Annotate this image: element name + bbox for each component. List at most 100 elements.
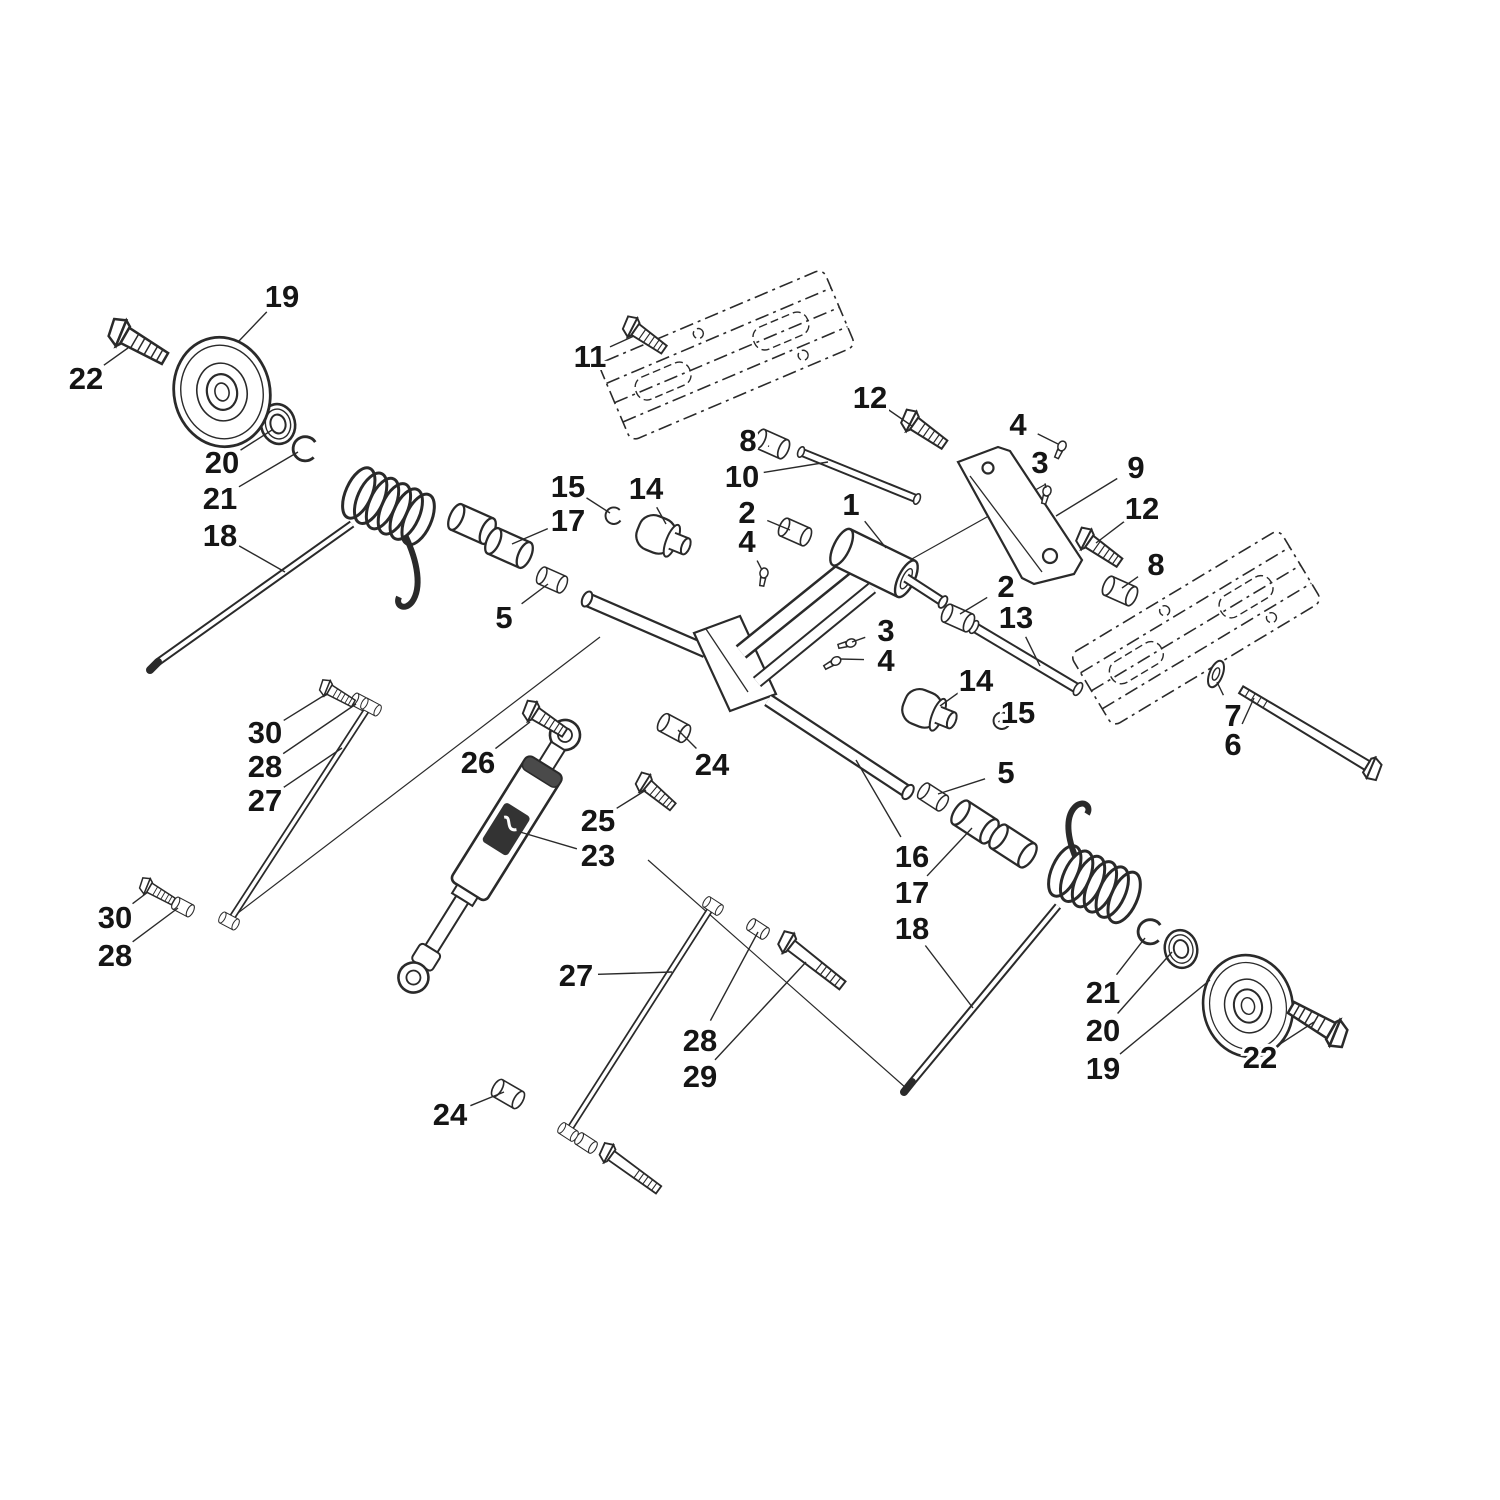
callout-label-17-38: 17 (895, 875, 929, 910)
callout-leader-8-15 (1121, 576, 1139, 589)
callout-label-16-37: 16 (895, 839, 929, 874)
callout-label-24-33: 24 (695, 747, 730, 782)
callout-leader-23-35 (519, 831, 578, 850)
callout-leader-1-18 (864, 520, 887, 549)
callout-label-18-4: 18 (203, 518, 237, 553)
callout-label-12-10: 12 (853, 380, 887, 415)
callout-leader-29-44 (714, 961, 807, 1061)
callout-label-5-20: 5 (495, 600, 512, 635)
left-torsion-spring (146, 466, 436, 674)
bolt-11 (617, 312, 671, 360)
callout-leader-27-31 (282, 747, 343, 789)
callout-leader-3-12 (1044, 483, 1047, 489)
callout-leader-14-7 (656, 506, 667, 525)
callout-label-1-18: 1 (842, 487, 859, 522)
bolt-25 (630, 768, 681, 816)
callout-label-15-26: 15 (1001, 695, 1035, 730)
shaft-13 (968, 619, 1084, 697)
callout-leader-9-13 (1055, 477, 1118, 517)
callout-leader-28-41 (132, 907, 179, 943)
slide-rail-top (597, 267, 857, 443)
snap-ring-21 (289, 433, 319, 464)
callout-leader-7-27 (1216, 681, 1225, 696)
callout-leader-2-16 (767, 519, 791, 531)
callout-label-3-12: 3 (1031, 445, 1048, 480)
callout-label-2-16: 2 (738, 495, 755, 530)
callout-leader-17-38 (926, 827, 973, 877)
bolt-30-bottom (135, 874, 179, 910)
callout-leader-25-34 (616, 789, 647, 809)
callout-label-25-34: 25 (581, 803, 615, 838)
callout-label-3-23: 3 (877, 613, 894, 648)
callout-leader-15-26 (998, 719, 1003, 723)
callout-label-5-36: 5 (997, 755, 1014, 790)
callout-leader-17-19 (511, 528, 549, 545)
callout-leader-13-22 (1025, 636, 1041, 667)
callout-label-14-25: 14 (959, 663, 994, 698)
callout-label-14-7: 14 (629, 471, 664, 506)
callout-label-22-49: 22 (1243, 1040, 1277, 1075)
callout-leader-27-42 (597, 971, 673, 976)
callout-leader-21-46 (1115, 937, 1146, 976)
callout-label-8-8: 8 (739, 423, 756, 458)
right-torsion-spring (900, 800, 1142, 1096)
bolt-12-top (895, 405, 952, 455)
callout-leader-21-3 (238, 451, 299, 488)
bushing-28 (744, 916, 772, 942)
callout-leader-12-14 (1095, 520, 1125, 544)
callout-label-27-31: 27 (248, 783, 282, 818)
callout-label-12-14: 12 (1125, 491, 1159, 526)
callout-leader-5-20 (521, 583, 549, 605)
bolt-30-top (315, 676, 359, 712)
callout-label-4-17: 4 (738, 524, 756, 559)
callout-leader-28-43 (709, 931, 759, 1021)
damper-14 (630, 509, 698, 566)
callout-label-13-22: 13 (999, 600, 1033, 635)
callout-leader-18-39 (924, 945, 974, 1009)
callout-leader-6-28 (1241, 697, 1255, 725)
callout-leader-2-21 (959, 596, 988, 615)
callout-label-30-29: 30 (248, 715, 282, 750)
bushing-2 (775, 515, 815, 549)
callout-leader-30-40 (132, 891, 149, 905)
callout-leader-10-9 (763, 461, 829, 474)
screw-4-mid (757, 566, 770, 588)
callout-leader-4-17 (756, 560, 763, 571)
bolt-22-right (1282, 994, 1355, 1053)
callout-label-23-35: 23 (581, 838, 615, 873)
callout-leader-18-4 (238, 545, 286, 573)
bracket (956, 445, 1084, 586)
callout-label-17-19: 17 (551, 503, 585, 538)
callout-label-4-11: 4 (1009, 407, 1027, 442)
callout-leader-16-37 (855, 759, 902, 838)
callout-label-7-27: 7 (1224, 698, 1241, 733)
snap-ring-15 (604, 506, 622, 525)
bushing-8 (751, 426, 793, 462)
callout-leader-11-5 (609, 335, 635, 348)
callout-leader-24-45 (470, 1091, 505, 1107)
callout-leader-19-0 (237, 311, 268, 343)
callout-label-2-21: 2 (997, 569, 1014, 604)
callout-leader-15-6 (586, 497, 611, 514)
screw-3-top (1039, 484, 1053, 506)
callout-leader-24-33 (677, 729, 697, 749)
callout-label-20-47: 20 (1086, 1013, 1120, 1048)
callout-label-28-30: 28 (248, 749, 282, 784)
callout-leader-4-24 (839, 658, 865, 661)
rear-arm-rod-middle (555, 894, 726, 1144)
washer-7 (1207, 659, 1225, 689)
callout-label-29-44: 29 (683, 1059, 717, 1094)
callout-label-21-46: 21 (1086, 975, 1120, 1010)
callout-label-26-32: 26 (461, 745, 495, 780)
callout-leader-22-49 (1278, 1021, 1315, 1046)
callout-label-9-13: 9 (1127, 450, 1144, 485)
bearing-20 (1160, 925, 1202, 973)
callout-label-8-15: 8 (1147, 547, 1164, 582)
snap-ring-21 (1134, 916, 1164, 947)
callout-label-15-6: 15 (551, 469, 585, 504)
rear-arm-assembly (580, 527, 949, 801)
callout-leader-19-48 (1119, 979, 1211, 1055)
callout-label-22-1: 22 (69, 361, 103, 396)
